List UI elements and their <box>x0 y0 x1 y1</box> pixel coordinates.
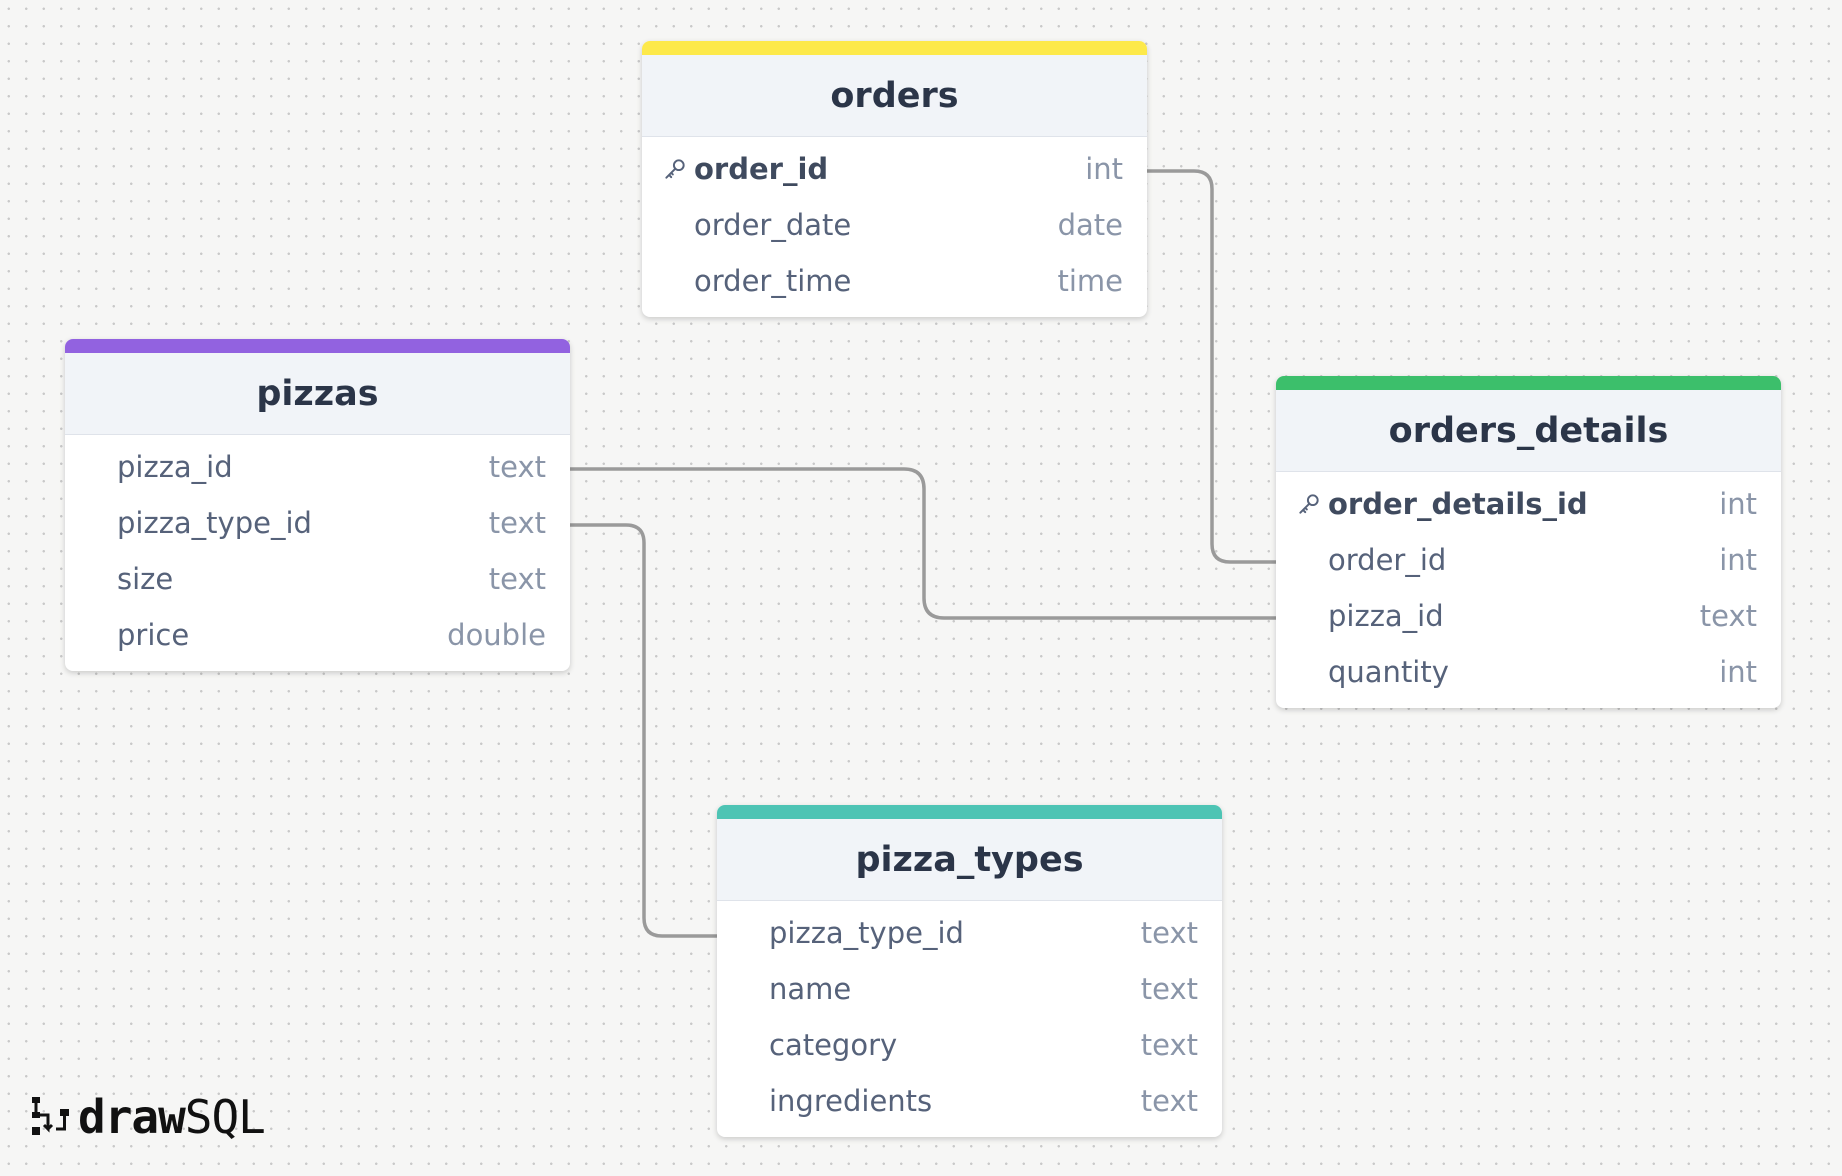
column-type: int <box>1719 543 1757 577</box>
column-name: order_id <box>1328 543 1447 577</box>
table-accent-bar <box>65 339 570 353</box>
column-name: pizza_type_id <box>117 506 312 540</box>
table-header[interactable]: orders <box>642 55 1147 137</box>
column-type: text <box>1140 916 1198 950</box>
key-icon <box>1299 494 1319 514</box>
table-header[interactable]: pizza_types <box>717 819 1222 901</box>
column-row[interactable]: pizza_id text <box>1276 588 1781 644</box>
column-row[interactable]: pizza_id text <box>65 439 570 495</box>
logo-text-bold: draw <box>78 1090 186 1144</box>
table-orders[interactable]: orders order_id int order_date date orde… <box>642 41 1147 317</box>
column-type: int <box>1085 152 1123 186</box>
column-name: pizza_id <box>1328 599 1444 633</box>
column-name: quantity <box>1328 655 1449 689</box>
column-type: text <box>1140 1084 1198 1118</box>
column-row[interactable]: category text <box>717 1017 1222 1073</box>
column-type: int <box>1719 487 1757 521</box>
column-row[interactable]: price double <box>65 607 570 663</box>
column-row[interactable]: order_details_id int <box>1276 476 1781 532</box>
table-title: orders_details <box>1388 410 1669 451</box>
column-row[interactable]: order_id int <box>1276 532 1781 588</box>
logo-text-regular: SQL <box>184 1090 266 1144</box>
table-accent-bar <box>1276 376 1781 390</box>
relationship-pizzas-pizza-type-id-to-pizza-types-pizza-type-id[interactable] <box>570 523 717 938</box>
column-name: name <box>769 972 852 1006</box>
column-row[interactable]: name text <box>717 961 1222 1017</box>
table-pizzas[interactable]: pizzas pizza_id text pizza_type_id text … <box>65 339 570 671</box>
column-name: size <box>117 562 174 596</box>
relationship-orders-order-id-to-orders-details-order-id[interactable] <box>1147 169 1277 564</box>
column-name: price <box>117 618 190 652</box>
table-title: pizzas <box>256 373 379 414</box>
column-row[interactable]: order_id int <box>642 141 1147 197</box>
column-type: text <box>1140 1028 1198 1062</box>
table-accent-bar <box>717 805 1222 819</box>
table-pizza-types[interactable]: pizza_types pizza_type_id text name text… <box>717 805 1222 1137</box>
relationship-pizzas-pizza-id-to-orders-details-pizza-id[interactable] <box>570 467 1277 620</box>
column-type: double <box>447 618 546 652</box>
column-type: text <box>488 506 546 540</box>
table-title: pizza_types <box>855 839 1084 880</box>
column-name: order_date <box>694 208 852 242</box>
column-name: pizza_id <box>117 450 233 484</box>
column-type: text <box>488 450 546 484</box>
column-type: text <box>1699 599 1757 633</box>
column-type: date <box>1057 208 1123 242</box>
drawsql-logo-icon <box>32 1097 69 1135</box>
column-row[interactable]: quantity int <box>1276 644 1781 700</box>
column-row[interactable]: order_date date <box>642 197 1147 253</box>
column-name: order_time <box>694 264 852 298</box>
column-row[interactable]: ingredients text <box>717 1073 1222 1129</box>
table-header[interactable]: pizzas <box>65 353 570 435</box>
column-row[interactable]: pizza_type_id text <box>65 495 570 551</box>
column-type: text <box>488 562 546 596</box>
column-name: pizza_type_id <box>769 916 964 950</box>
key-icon <box>665 159 685 179</box>
column-name: order_details_id <box>1328 487 1588 521</box>
table-header[interactable]: orders_details <box>1276 390 1781 472</box>
column-name: category <box>769 1028 898 1062</box>
logo-text: drawSQL <box>78 1090 266 1144</box>
drawsql-logo[interactable]: drawSQL <box>30 1090 266 1144</box>
column-name: ingredients <box>769 1084 933 1118</box>
column-name: order_id <box>694 152 829 186</box>
column-type: text <box>1140 972 1198 1006</box>
column-type: time <box>1057 264 1123 298</box>
column-row[interactable]: order_time time <box>642 253 1147 309</box>
column-row[interactable]: pizza_type_id text <box>717 905 1222 961</box>
column-type: int <box>1719 655 1757 689</box>
column-row[interactable]: size text <box>65 551 570 607</box>
table-title: orders <box>830 75 959 116</box>
table-orders-details[interactable]: orders_details order_details_id int orde… <box>1276 376 1781 708</box>
table-accent-bar <box>642 41 1147 55</box>
